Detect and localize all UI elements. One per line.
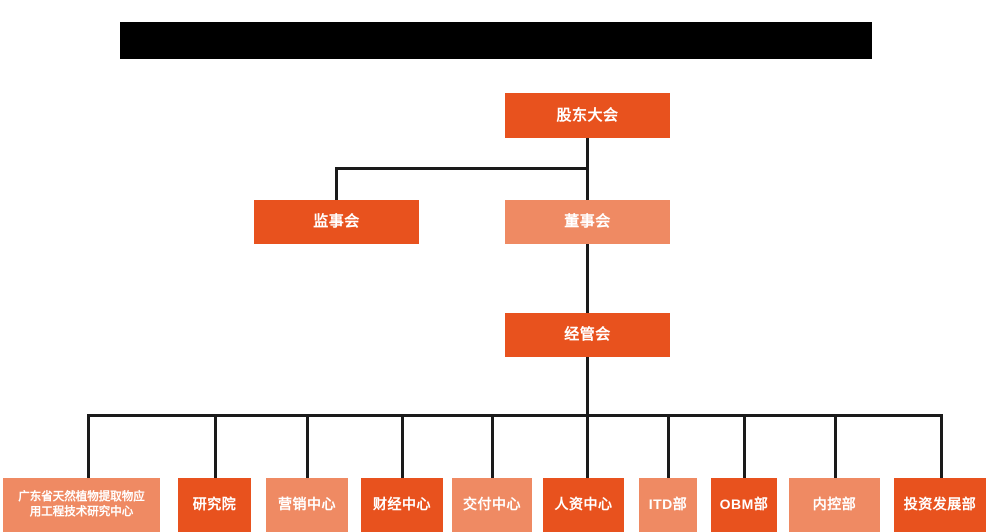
connector-department-bus [87,414,943,417]
node-obm-department[interactable]: OBM部 [711,478,777,532]
node-research-center-line2: 用工程技术研究中心 [29,506,134,518]
connector-drop-finance-center [401,414,404,478]
node-research-center[interactable]: 广东省天然植物提取物应 用工程技术研究中心 [3,478,160,532]
node-hr-center[interactable]: 人资中心 [543,478,624,532]
connector-directors-to-management [586,243,589,313]
node-internal-control-department[interactable]: 内控部 [789,478,880,532]
connector-drop-supervisors [335,167,338,201]
connector-drop-itd-department [667,414,670,478]
connector-drop-research-institute [214,414,217,478]
node-board-of-supervisors[interactable]: 监事会 [254,200,419,244]
node-shareholders-meeting[interactable]: 股东大会 [505,93,670,138]
connector-drop-investment-dev [940,414,943,478]
connector-split-to-supervisors [335,167,589,170]
node-itd-department[interactable]: ITD部 [639,478,697,532]
node-research-center-line1: 广东省天然植物提取物应 [18,491,145,504]
connector-drop-marketing-center [306,414,309,478]
connector-drop-research-center [87,414,90,478]
node-investment-development-department[interactable]: 投资发展部 [894,478,986,532]
node-delivery-center[interactable]: 交付中心 [452,478,532,532]
node-management-committee[interactable]: 经管会 [505,313,670,357]
connector-management-to-bus [586,357,589,415]
node-finance-center[interactable]: 财经中心 [361,478,443,532]
connector-drop-hr-center [586,414,589,478]
node-marketing-center[interactable]: 营销中心 [266,478,348,532]
connector-drop-obm-department [743,414,746,478]
connector-drop-delivery-center [491,414,494,478]
node-board-of-directors[interactable]: 董事会 [505,200,670,244]
node-research-institute[interactable]: 研究院 [178,478,251,532]
connector-drop-internal-control [834,414,837,478]
redacted-title-bar [120,22,872,59]
